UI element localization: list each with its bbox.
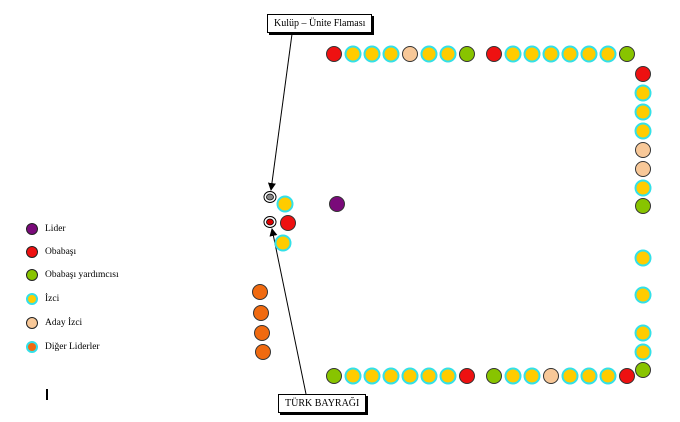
- legend-label: Obabaşı yardımcısı: [45, 270, 119, 280]
- flag-callout-label: Kulüp – Ünite Flaması: [267, 14, 373, 33]
- right-column-dot: [634, 249, 652, 267]
- bottom-row-dot: [401, 367, 419, 385]
- legend-label: Obabaşı: [45, 247, 77, 257]
- flag-group-dot: [276, 195, 294, 213]
- legend-swatch: [26, 223, 38, 235]
- right-column-dot: [635, 362, 651, 378]
- top-row-dot: [420, 45, 438, 63]
- bottom-row-dot: [543, 368, 559, 384]
- legend-item-lider: Lider: [26, 221, 66, 237]
- flag-callout-arrow: [267, 33, 293, 191]
- other-leaders-dot: [252, 284, 268, 300]
- bottom-row-dot: [599, 367, 617, 385]
- turk-callout-arrow: [269, 228, 307, 395]
- right-column-dot: [635, 66, 651, 82]
- legend-swatch: [26, 293, 38, 305]
- formation-dots: [252, 45, 652, 385]
- right-column-dot: [634, 103, 652, 121]
- top-row-dot: [580, 45, 598, 63]
- legend-label: Aday İzci: [45, 318, 83, 328]
- legend-label: Diğer Liderler: [45, 342, 100, 352]
- right-column-dot: [635, 198, 651, 214]
- other-leaders-dot: [255, 344, 271, 360]
- right-column-dot: [634, 122, 652, 140]
- right-column-dot: [635, 161, 651, 177]
- top-row-dot: [382, 45, 400, 63]
- turkish-flag-icon: [263, 216, 277, 228]
- legend-label: Lider: [45, 224, 66, 234]
- legend-item-obabasi: Obabaşı: [26, 244, 76, 260]
- legend-swatch: [26, 317, 38, 329]
- bottom-row-dot: [561, 367, 579, 385]
- right-column-dot: [634, 324, 652, 342]
- top-row-dot: [439, 45, 457, 63]
- legend-label: İzci: [45, 294, 60, 304]
- top-row-dot: [542, 45, 560, 63]
- top-row-dot: [523, 45, 541, 63]
- right-column-dot: [634, 179, 652, 197]
- flag-group-dot: [274, 234, 292, 252]
- legend-item-obabasi-yardimcisi: Obabaşı yardımcısı: [26, 267, 119, 283]
- bottom-row-dot: [523, 367, 541, 385]
- right-column-dot: [635, 142, 651, 158]
- top-row-dot: [504, 45, 522, 63]
- top-row-dot: [344, 45, 362, 63]
- right-column-dot: [634, 286, 652, 304]
- top-row-dot: [363, 45, 381, 63]
- legend-swatch: [26, 246, 38, 258]
- other-leaders-dot: [253, 305, 269, 321]
- bottom-row-dot: [363, 367, 381, 385]
- legend-swatch: [26, 341, 38, 353]
- bottom-row-dot: [382, 367, 400, 385]
- text-cursor: [46, 389, 48, 400]
- right-column-dot: [634, 343, 652, 361]
- turk-flag-callout-label: TÜRK BAYRAĞI: [278, 394, 367, 413]
- bottom-row-dot: [486, 368, 502, 384]
- top-row-dot: [326, 46, 342, 62]
- bottom-row-dot: [420, 367, 438, 385]
- club-flag-icon: [263, 191, 277, 203]
- bottom-row-dot: [504, 367, 522, 385]
- top-row-dot: [402, 46, 418, 62]
- bottom-row-dot: [580, 367, 598, 385]
- right-column-dot: [634, 84, 652, 102]
- top-row-dot: [619, 46, 635, 62]
- top-row-dot: [561, 45, 579, 63]
- flag-group-dot: [280, 215, 296, 231]
- bottom-row-dot: [439, 367, 457, 385]
- legend-item-diger-liderler: Diğer Liderler: [26, 339, 100, 355]
- other-leaders-dot: [254, 325, 270, 341]
- legend-item-izci: İzci: [26, 291, 59, 307]
- top-row-dot: [459, 46, 475, 62]
- legend-item-aday-izci: Aday İzci: [26, 315, 82, 331]
- bottom-row-dot: [326, 368, 342, 384]
- top-row-dot: [486, 46, 502, 62]
- center-leader-dot: [329, 196, 345, 212]
- bottom-row-dot: [344, 367, 362, 385]
- legend-swatch: [26, 269, 38, 281]
- bottom-row-dot: [619, 368, 635, 384]
- top-row-dot: [599, 45, 617, 63]
- bottom-row-dot: [459, 368, 475, 384]
